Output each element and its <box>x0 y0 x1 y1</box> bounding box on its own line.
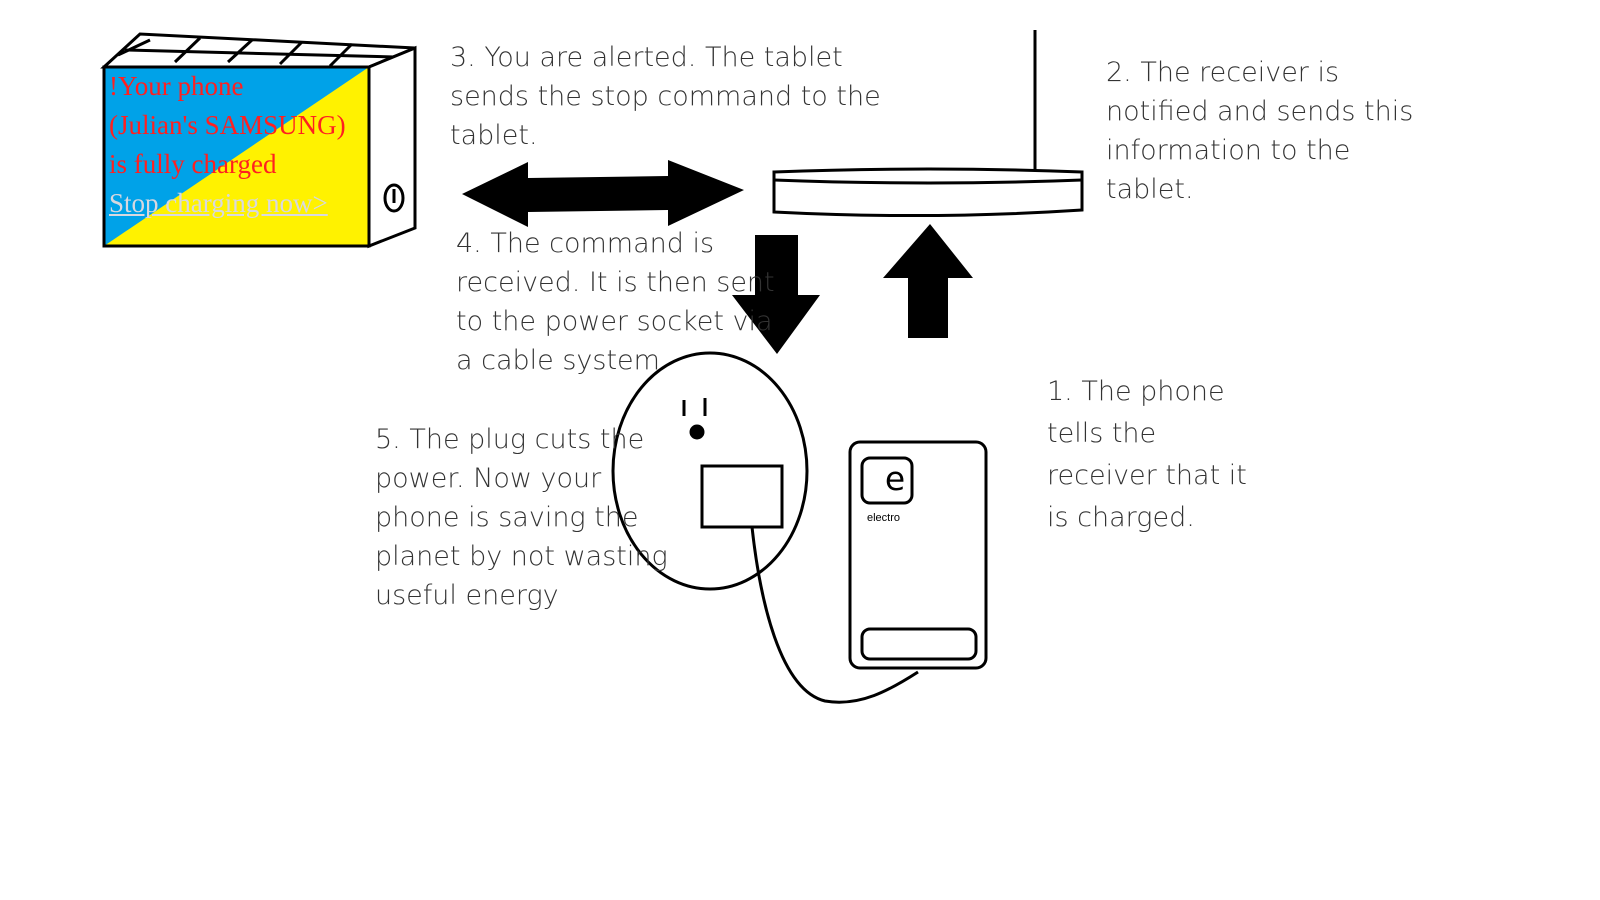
power-button-icon <box>383 183 405 213</box>
step-5-caption: 5. The plug cuts the power. Now your pho… <box>375 420 668 615</box>
step-1-line: tells the <box>1047 418 1157 449</box>
phone-brand-name: electro <box>867 512 901 524</box>
notification-line-2: (Julian's SAMSUNG) <box>109 110 346 140</box>
receiver-edge <box>773 178 1083 185</box>
tablet-top-grid <box>124 48 396 59</box>
phone-home-button <box>860 627 978 661</box>
step-3-line: 3. You are alerted. The tablet <box>450 42 843 73</box>
double-arrow <box>462 160 744 227</box>
step-5-line: power. Now your <box>375 463 602 494</box>
tablet-top-grid <box>173 36 202 64</box>
phone <box>848 440 988 670</box>
step-3-caption: 3. You are alerted. The tablet sends the… <box>450 38 881 155</box>
tablet-top-grid <box>226 38 254 64</box>
step-4-caption: 4. The command is received. It is then s… <box>456 224 775 380</box>
step-5-line: planet by not wasting <box>375 541 668 572</box>
socket-ground <box>689 424 705 440</box>
tablet-screen-blue <box>104 67 369 246</box>
phone-brand-letter: e <box>884 459 906 498</box>
tablet-side-face <box>367 45 417 249</box>
step-4-line: to the power socket via <box>456 306 773 337</box>
receiver <box>772 30 1084 218</box>
step-5-line: useful energy <box>375 580 559 611</box>
step-1-line: is charged. <box>1047 502 1195 533</box>
notification-line-3: is fully charged <box>109 149 277 179</box>
step-4-line: received. It is then sent <box>456 267 775 298</box>
step-5-line: phone is saving the <box>375 502 639 533</box>
tablet <box>100 32 417 249</box>
step-2-caption: 2. The receiver is notified and sends th… <box>1106 53 1413 209</box>
step-2-line: tablet. <box>1106 174 1194 205</box>
step-3-line: sends the stop command to the <box>450 81 881 112</box>
cable <box>750 526 919 704</box>
power-socket <box>611 351 809 591</box>
phone-logo-box <box>860 456 914 505</box>
step-1-line: 1. The phone <box>1047 376 1225 407</box>
step-5-line: 5. The plug cuts the <box>375 424 645 455</box>
tablet-top-grid <box>117 38 151 57</box>
step-2-line: 2. The receiver is <box>1106 57 1340 88</box>
plug <box>700 464 784 529</box>
notification-line-1: !Your phone <box>109 71 244 101</box>
step-1-line: receiver that it <box>1047 460 1247 491</box>
step-4-line: 4. The command is <box>456 228 715 259</box>
step-1-caption: 1. The phone tells the receiver that it … <box>1047 371 1247 539</box>
stop-charging-link[interactable]: Stop charging now> <box>109 188 328 218</box>
step-2-line: information to the <box>1106 135 1351 166</box>
up-arrow <box>883 224 973 338</box>
receiver-body <box>772 167 1084 218</box>
step-4-line: a cable system <box>456 345 660 376</box>
down-arrow <box>732 235 820 354</box>
step-3-line: tablet. <box>450 120 538 151</box>
step-2-line: notified and sends this <box>1106 96 1414 127</box>
